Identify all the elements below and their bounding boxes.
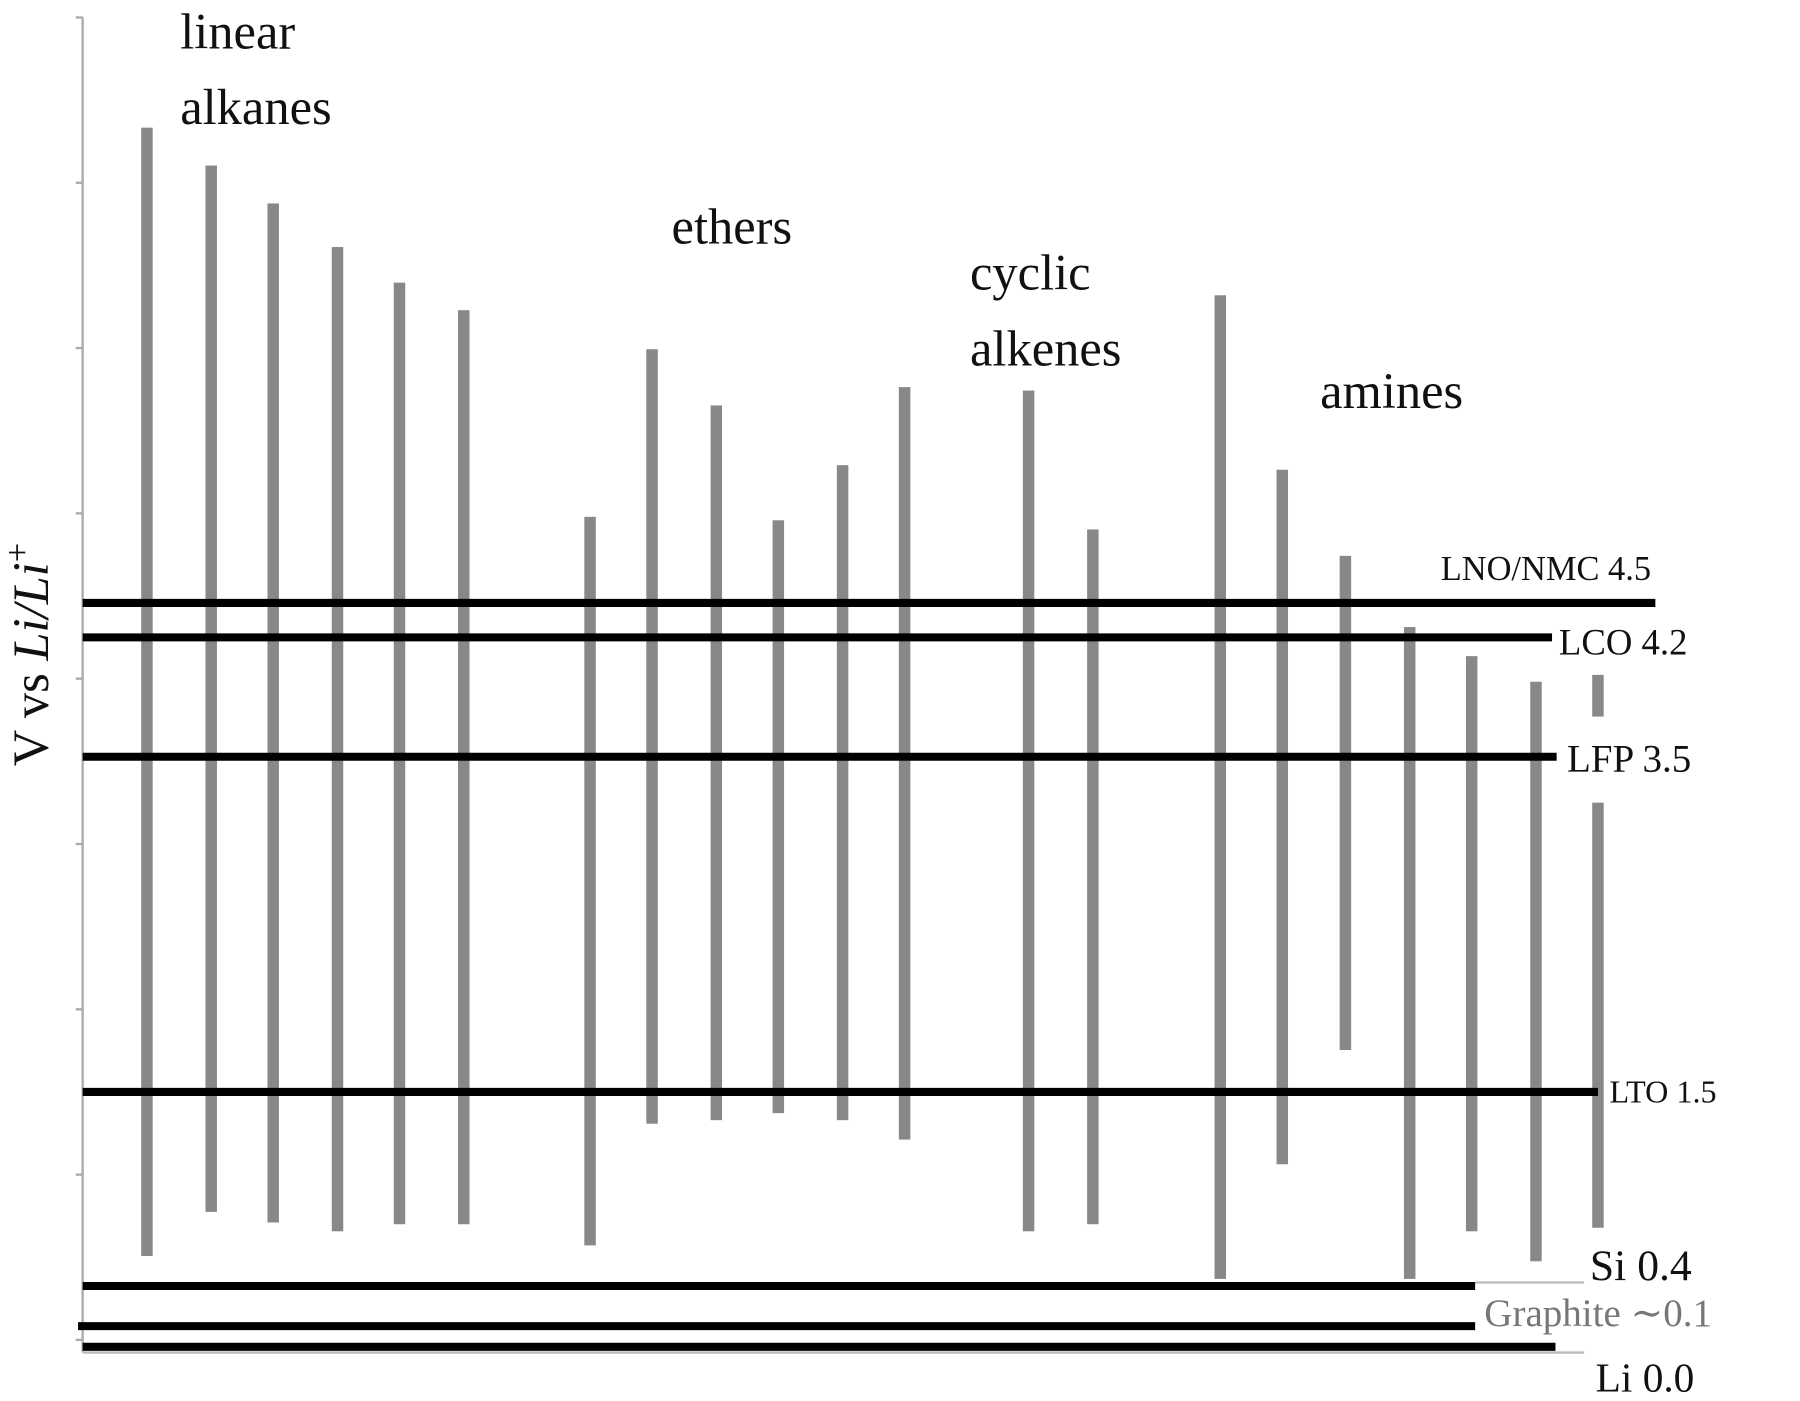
stability-window-bar	[584, 516, 596, 1246]
reference-line-label: Graphite ∼0.1	[1484, 1292, 1712, 1335]
group-label-ethers: ethers	[672, 199, 793, 255]
stability-window-bar	[836, 465, 849, 1121]
group-label-alkenes: alkenes	[970, 320, 1121, 376]
stability-window-bar	[1087, 529, 1099, 1225]
stability-window-bar	[267, 203, 279, 1223]
reference-line-label: Si 0.4	[1590, 1242, 1692, 1290]
stability-window-bar	[1022, 390, 1035, 1232]
stability-window-bar	[710, 405, 723, 1121]
reference-line-label: LCO 4.2	[1559, 622, 1688, 663]
reference-line-label: Li 0.0	[1596, 1355, 1695, 1401]
stability-window-bar	[1214, 295, 1227, 1279]
y-axis-label: V vs Li/Li+	[0, 543, 59, 766]
reference-line-label: LTO 1.5	[1609, 1073, 1716, 1109]
group-label-alkanes: alkanes	[180, 79, 331, 135]
stability-window-bar	[772, 520, 785, 1114]
stability-window-bar	[1465, 656, 1478, 1232]
label-backdrop	[1564, 716, 1611, 803]
stability-window-bar	[141, 127, 153, 1256]
group-label-amines: amines	[1320, 363, 1463, 419]
stability-window-bar	[1530, 681, 1542, 1262]
group-label-linear: linear	[180, 3, 295, 59]
stability-window-bar	[1276, 469, 1289, 1165]
stability-window-bar	[1403, 627, 1416, 1279]
stability-window-bar	[646, 349, 658, 1124]
stability-window-bar	[1592, 674, 1604, 1228]
reference-line-label: LNO/NMC 4.5	[1441, 550, 1651, 588]
stability-window-bar	[1339, 555, 1352, 1051]
stability-window-bar	[898, 387, 911, 1140]
y-axis	[81, 17, 1585, 1354]
stability-window-bar	[205, 165, 217, 1212]
reference-line-label: LFP 3.5	[1567, 738, 1691, 781]
stability-window-bar	[458, 310, 470, 1225]
stability-window-bar	[331, 247, 344, 1232]
group-label-cyclic: cyclic	[970, 245, 1091, 301]
